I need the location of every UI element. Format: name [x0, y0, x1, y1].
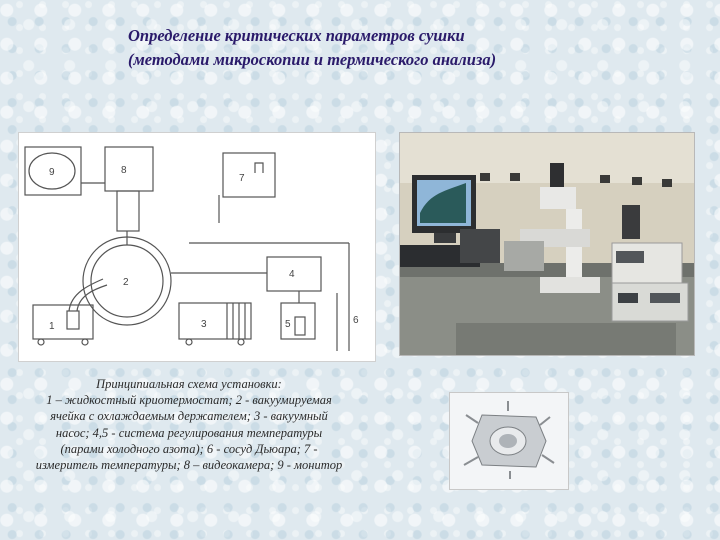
monitor-screen: [28, 152, 76, 190]
label-1: 1: [49, 321, 55, 332]
regulator-box: [266, 256, 322, 292]
temperature-meter-symbol: [254, 162, 264, 173]
cryothermostat-vessel: [66, 310, 80, 330]
vacuum-cell-inner: [90, 244, 164, 318]
slide-title: Определение критических параметров сушки…: [128, 24, 688, 72]
caption-line: ячейка с охлаждаемым держателем; 3 - вак…: [50, 409, 328, 424]
cryo-cell-illustration: [450, 393, 568, 489]
control-units-photo: [611, 242, 689, 322]
camera-box: [104, 146, 154, 192]
cryothermostat-box: [32, 304, 94, 340]
monitor-box: [24, 146, 82, 196]
label-3: 3: [201, 319, 207, 330]
caption-line: 1 – жидкостный криотермостат; 2 - вакуум…: [46, 393, 332, 408]
label-7: 7: [239, 173, 245, 184]
camera-body: [116, 190, 140, 232]
wheel: [185, 338, 193, 346]
label-9: 9: [49, 167, 55, 178]
lab-photo-illustration: [400, 133, 694, 355]
cryo-cell-photo: [449, 392, 569, 490]
title-line-2: (методами микроскопии и термического ана…: [128, 50, 497, 69]
schematic-drawing: 9 8 7 2 4 1 3 5 6: [24, 146, 359, 351]
nitrogen-unit-vessel: [294, 316, 306, 336]
temperature-meter-box: [222, 152, 276, 198]
wheel: [37, 338, 45, 346]
vacuum-cell-outer: [82, 236, 172, 326]
label-5: 5: [285, 319, 291, 330]
caption-line: измеритель температуры; 8 – видеокамера;…: [35, 458, 343, 473]
nitrogen-unit-box: [280, 302, 316, 340]
microscope-photo: [504, 163, 600, 293]
caption-line: насос; 4,5 - система регулирования темпе…: [55, 425, 323, 440]
coolant-tube: [68, 278, 104, 312]
schematic-caption: Принципиальная схема установки: 1 – жидк…: [8, 376, 370, 473]
lab-equipment-photo: [399, 132, 695, 356]
title-line-1: Определение критических параметров сушки: [128, 26, 465, 45]
caption-line: Принципиальная схема установки:: [96, 377, 282, 391]
caption-line: (парами холодного азота); 6 - сосуд Дьюа…: [60, 441, 318, 456]
wheel: [237, 338, 245, 346]
label-2: 2: [123, 277, 129, 288]
coolant-tube: [76, 284, 108, 312]
vacuum-pump-box: [178, 302, 252, 340]
label-6: 6: [353, 315, 359, 326]
label-4: 4: [289, 269, 295, 280]
label-8: 8: [121, 165, 127, 176]
installation-schematic: 9 8 7 2 4 1 3 5 6: [18, 132, 376, 362]
wheel: [81, 338, 89, 346]
